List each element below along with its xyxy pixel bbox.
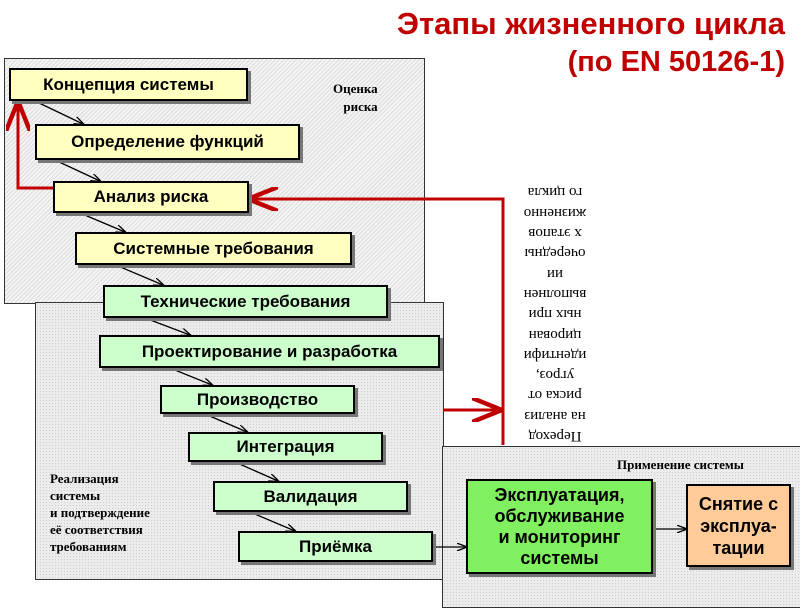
stage-system-requirements: Системные требования xyxy=(75,232,352,265)
stage-operation: Эксплуатация, обслуживание и мониторинг … xyxy=(466,479,653,574)
risk-panel-label: Оценка риска xyxy=(333,80,378,116)
risk-feedback-arrow xyxy=(18,104,53,190)
decommission-line: Снятие с xyxy=(698,493,779,514)
feedback-note-line: ных при xyxy=(528,306,582,323)
feedback-note-line: цирован xyxy=(528,326,582,343)
application-panel-label: Применение системы xyxy=(617,457,744,472)
feedback-note-line: ии xyxy=(546,265,564,282)
feedback-note-line: жизненно xyxy=(523,204,587,221)
realization-panel-label: Реализация системы и подтверждение её со… xyxy=(50,470,150,555)
stage-technical-requirements: Технические требования xyxy=(103,285,388,318)
risk-label-line: Оценка xyxy=(333,81,378,96)
flow-arrow xyxy=(79,212,125,232)
stage-acceptance: Приёмка xyxy=(238,531,433,562)
realization-label-line: Реализация xyxy=(50,471,119,486)
stage-design-development: Проектирование и разработка xyxy=(99,335,440,368)
operation-line: обслуживание xyxy=(494,505,625,526)
flow-arrow xyxy=(249,511,295,531)
stage-concept: Концепция системы xyxy=(9,68,248,101)
flow-arrow xyxy=(144,317,190,335)
threat-feedback-line xyxy=(251,199,505,445)
operation-line: Эксплуатация, xyxy=(494,484,625,505)
stage-manufacturing: Производство xyxy=(160,385,355,414)
feedback-note-line: идентифи xyxy=(523,346,587,363)
realization-label-line: и подтверждение xyxy=(50,505,150,520)
operation-line: системы xyxy=(520,547,599,568)
decommission-line: тации xyxy=(712,537,765,558)
page-title: Этапы жизненного цикла xyxy=(396,6,785,41)
page-subtitle: (по EN 50126-1) xyxy=(567,46,785,78)
feedback-note-line: Переход xyxy=(528,428,582,444)
stage-validation: Валидация xyxy=(213,481,408,512)
flow-arrow xyxy=(36,101,83,124)
flow-arrow xyxy=(117,265,163,285)
feedback-note-line: на анализ xyxy=(524,407,586,424)
stage-risk-analysis: Анализ риска xyxy=(53,181,249,213)
flow-arrow xyxy=(56,160,100,181)
risk-label-line: риска xyxy=(343,99,378,114)
stage-integration: Интеграция xyxy=(188,432,383,462)
operation-line: и мониторинг xyxy=(498,526,621,547)
flow-arrow xyxy=(234,461,278,481)
feedback-note-line: риска от xyxy=(528,387,582,404)
feedback-note-line: го цикла xyxy=(527,184,583,201)
realization-label-line: требованиям xyxy=(50,539,127,554)
feedback-note-line: выполнен xyxy=(523,285,587,302)
realization-label-line: системы xyxy=(50,488,101,503)
feedback-note-line: угроз, xyxy=(535,367,575,384)
feedback-note-line: х этапов xyxy=(528,225,582,242)
stage-decommissioning: Снятие с эксплуа- тации xyxy=(686,484,791,567)
feedback-note-line: очередны xyxy=(524,245,586,262)
flow-arrow xyxy=(204,413,247,432)
flow-arrow xyxy=(169,367,212,385)
realization-label-line: её соответствия xyxy=(50,522,143,537)
stage-function-definition: Определение функций xyxy=(35,124,300,160)
feedback-note: Переход на анализ риска от угроз, иденти… xyxy=(510,180,600,446)
decommission-line: эксплуа- xyxy=(700,515,777,536)
